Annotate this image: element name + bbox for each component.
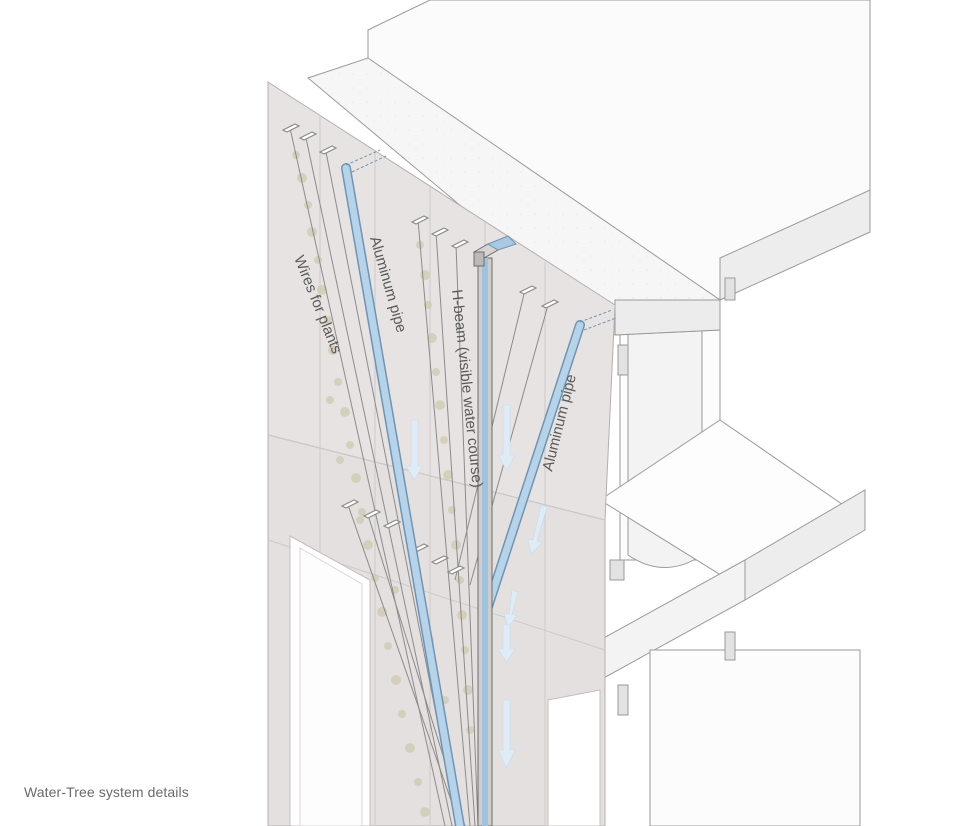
h-beam [473, 235, 517, 826]
diagram-caption: Water-Tree system details [24, 784, 189, 800]
aluminum-pipe-left [341, 149, 465, 826]
building-structure [367, 0, 871, 826]
top-slab-side [719, 189, 871, 301]
flow-arrow [497, 624, 516, 663]
steel-beams [609, 277, 736, 716]
flow-arrow [497, 404, 516, 471]
lower-column [649, 649, 861, 826]
facade-panels [267, 81, 616, 826]
water-flow-arrows [405, 404, 548, 769]
flow-arrow [503, 589, 519, 628]
aluminum-pipe-right [478, 309, 617, 627]
flow-arrow [497, 699, 516, 769]
flow-arrow [405, 419, 424, 481]
flow-arrow [527, 504, 548, 555]
wire-brackets [281, 123, 560, 575]
